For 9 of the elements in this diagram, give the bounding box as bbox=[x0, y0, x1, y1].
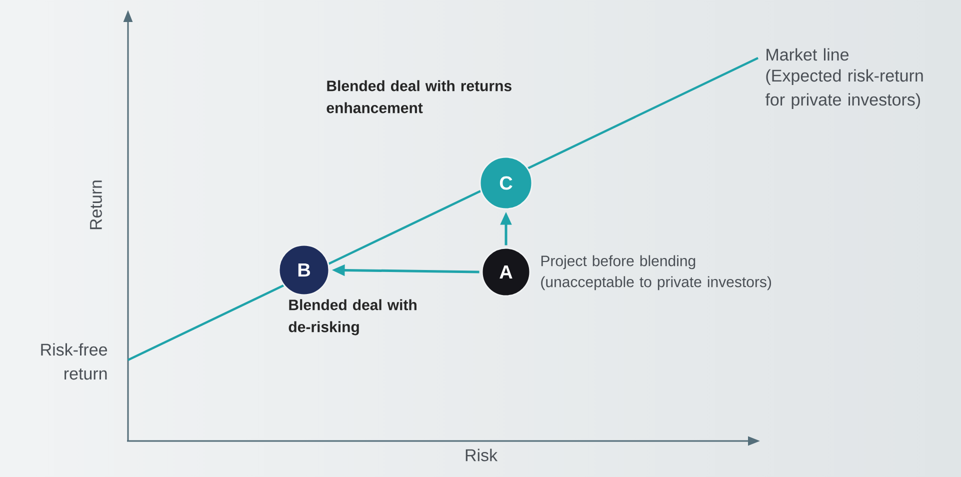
line-label: Market line bbox=[766, 48, 849, 61]
annotation: (unacceptable to private investors) bbox=[541, 276, 771, 290]
annotation: Blended deal with returns enhancement bbox=[326, 80, 512, 114]
annotation: Blended deal with de-risking bbox=[288, 299, 416, 336]
annotation: Project before blending bbox=[541, 255, 696, 270]
line-label: (Expected risk-return for private investors) bbox=[765, 69, 923, 110]
axis-label: Risk-free return bbox=[41, 343, 108, 380]
axis-label: Return bbox=[90, 180, 102, 230]
axis-label: Risk bbox=[466, 448, 498, 462]
